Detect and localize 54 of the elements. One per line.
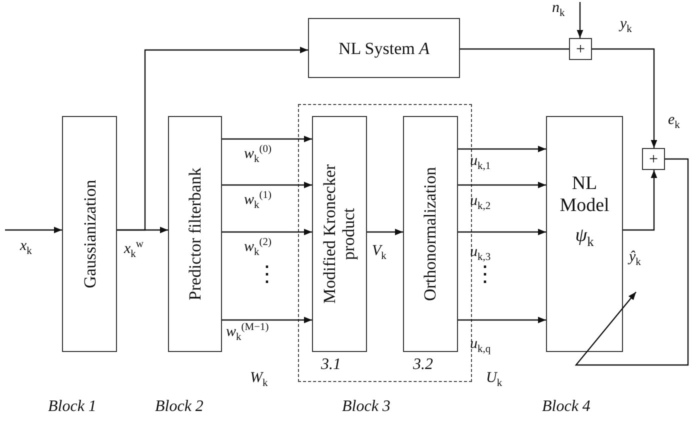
block-caption: Block 1 [48,399,96,415]
arrow [458,146,546,152]
signal-label: U$_{k}$ [486,370,502,391]
model-box [546,116,623,352]
symbol-label: ψ$_{k}$ [574,225,595,251]
plus-sign: + [648,150,658,168]
process-box [62,116,117,352]
signal-label: y$_{k}$ [620,16,632,37]
arrow [592,48,658,148]
arrow [222,136,312,142]
system-box [308,18,460,78]
process-box [312,116,367,352]
dashed-group-box [298,104,472,382]
arrow [117,46,308,231]
block-label: NL System A [338,38,430,58]
signal-label: x$_{k}$ [20,238,32,259]
signal-label: V$_{k}$ [372,243,386,264]
arrow [623,170,658,231]
arrow [458,228,546,236]
signal-label: u$_{k,2}$ [470,193,491,214]
block-label: Modified Kronecker product [320,163,358,306]
block-label: NL Model [558,173,610,217]
plus-sign: + [576,40,586,58]
block-label: Predictor filterbank [186,166,204,302]
block-label: Gaussianization [80,178,99,290]
summing-junction [569,38,592,60]
arrow [367,228,403,236]
signal-label: W$_{k}$ [250,370,268,391]
signal-label: ŷ$_{k}$ [629,249,641,270]
signal-label: u$_{k,3}$ [470,244,491,265]
signal-label: n$_{k}$ [552,0,565,21]
arrow [5,226,62,234]
connector-line [460,48,569,50]
block-caption: Block 3 [342,399,390,415]
arrow [222,182,312,188]
arrow [458,316,546,324]
signal-label: u$_{k,1}$ [470,153,491,174]
block-number: 3.1 [321,357,341,373]
arrow [576,2,584,38]
process-box [402,116,458,352]
block-caption: Block 4 [542,399,590,415]
signal-label: e$_{k}$ [668,112,680,133]
arrow [222,228,312,236]
ellipsis-dots: ⋮ [474,262,496,286]
arrow [222,316,312,324]
block-label: Orthonormalization [420,166,440,303]
arrow [458,182,546,188]
ellipsis-dots: ⋮ [256,262,278,286]
arrow [574,158,689,366]
block-caption: Block 2 [155,399,204,415]
signal-label: u$_{k,q}$ [470,336,491,357]
summing-junction [642,148,665,170]
block-number: 3.2 [413,357,433,373]
process-box [168,116,222,352]
